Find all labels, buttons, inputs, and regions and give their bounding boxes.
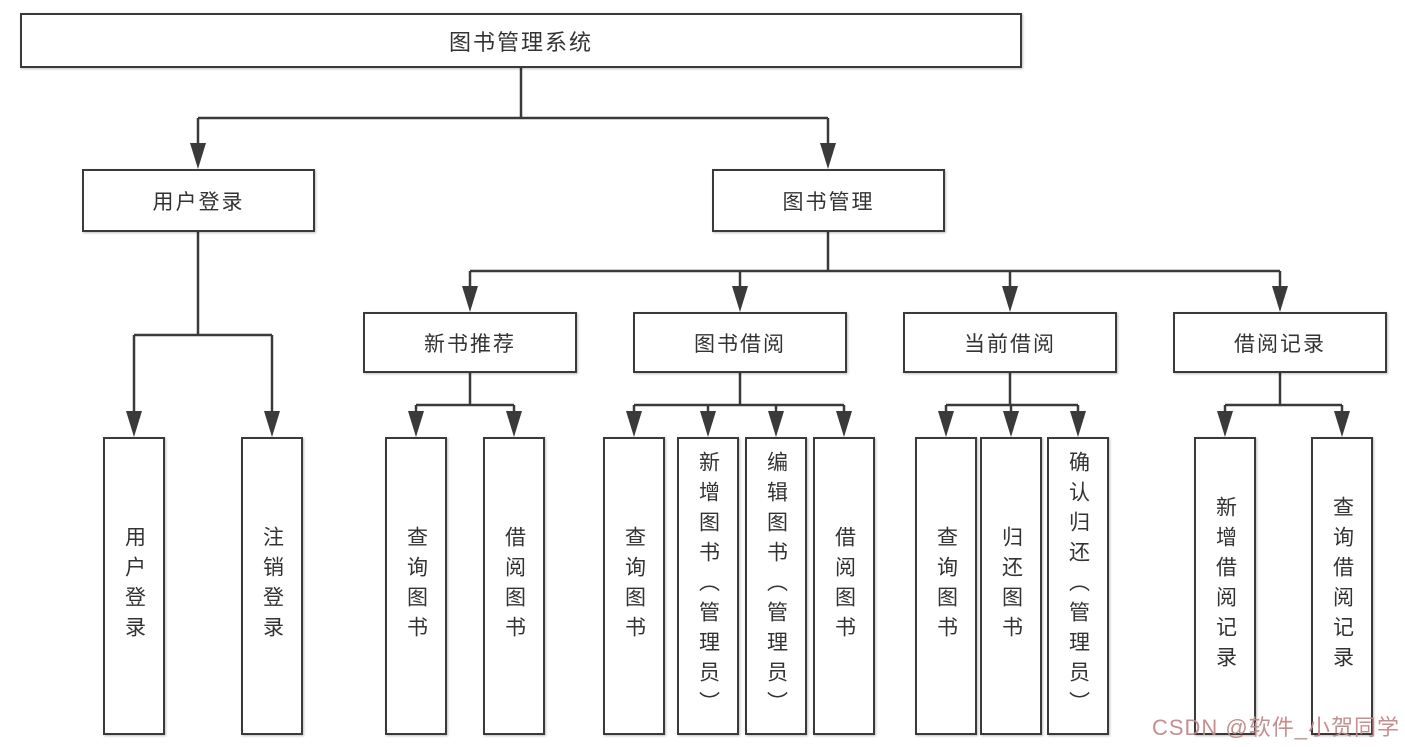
leaf-label: 查询借阅记录 <box>1330 496 1354 676</box>
node-leaf-bb-add-books-admin: 新增图书（管理员） <box>677 437 739 735</box>
node-borrow-records: 借阅记录 <box>1173 312 1387 373</box>
node-leaf-br-query-record: 查询借阅记录 <box>1311 437 1373 735</box>
node-new-book-recommend: 新书推荐 <box>363 312 577 373</box>
connector-book-borrow-to-leaves <box>626 373 852 437</box>
node-root-library-system: 图书管理系统 <box>20 13 1022 68</box>
arrow-down-icon <box>700 411 716 437</box>
arrow-down-icon <box>626 411 642 437</box>
connector-current-borrow-to-leaves <box>938 373 1086 437</box>
connector-book-mgmt-to-level3 <box>462 232 1288 312</box>
arrow-down-icon <box>506 411 522 437</box>
node-leaf-bb-edit-books-admin: 编辑图书（管理员） <box>745 437 807 735</box>
leaf-label: 用户登录 <box>122 526 146 646</box>
node-leaf-bb-borrow-books: 借阅图书 <box>813 437 875 735</box>
connector-root-to-level2 <box>190 68 836 169</box>
arrow-down-icon <box>768 411 784 437</box>
node-book-borrow: 图书借阅 <box>633 312 847 373</box>
arrow-down-icon <box>264 411 280 437</box>
leaf-label: 编辑图书（管理员） <box>764 451 788 721</box>
leaf-label: 查询图书 <box>404 526 428 646</box>
arrow-down-icon <box>1002 286 1018 312</box>
node-leaf-cb-query-books: 查询图书 <box>915 437 977 735</box>
connector-user-login-to-leaves <box>126 232 280 437</box>
node-leaf-nbr-borrow-books: 借阅图书 <box>483 437 545 735</box>
connector-new-book-rec-to-leaves <box>408 373 522 437</box>
arrow-down-icon <box>190 143 206 169</box>
leaf-label: 归还图书 <box>999 526 1023 646</box>
node-leaf-user-login: 用户登录 <box>103 437 165 735</box>
arrow-down-icon <box>836 411 852 437</box>
arrow-down-icon <box>1217 411 1233 437</box>
node-user-login: 用户登录 <box>82 169 315 232</box>
arrow-down-icon <box>820 143 836 169</box>
arrow-down-icon <box>462 286 478 312</box>
leaf-label: 借阅图书 <box>502 526 526 646</box>
arrow-down-icon <box>408 411 424 437</box>
node-leaf-cb-return-books: 归还图书 <box>980 437 1042 735</box>
leaf-label: 注销登录 <box>260 526 284 646</box>
node-current-borrow: 当前借阅 <box>903 312 1117 373</box>
leaf-label: 查询图书 <box>622 526 646 646</box>
leaf-label: 新增借阅记录 <box>1213 496 1237 676</box>
node-leaf-bb-query-books: 查询图书 <box>603 437 665 735</box>
node-book-management: 图书管理 <box>712 169 945 232</box>
arrow-down-icon <box>1334 411 1350 437</box>
node-leaf-cb-confirm-return-admin: 确认归还（管理员） <box>1047 437 1109 735</box>
connector-borrow-record-to-leaves <box>1217 373 1350 437</box>
leaf-label: 借阅图书 <box>832 526 856 646</box>
node-leaf-br-add-record: 新增借阅记录 <box>1194 437 1256 735</box>
node-leaf-logout: 注销登录 <box>241 437 303 735</box>
leaf-label: 查询图书 <box>934 526 958 646</box>
arrow-down-icon <box>1070 411 1086 437</box>
leaf-label: 新增图书（管理员） <box>696 451 720 721</box>
arrow-down-icon <box>1003 411 1019 437</box>
leaf-label: 确认归还（管理员） <box>1066 451 1090 721</box>
arrow-down-icon <box>938 411 954 437</box>
arrow-down-icon <box>1272 286 1288 312</box>
arrow-down-icon <box>732 286 748 312</box>
arrow-down-icon <box>126 411 142 437</box>
node-leaf-nbr-query-books: 查询图书 <box>385 437 447 735</box>
